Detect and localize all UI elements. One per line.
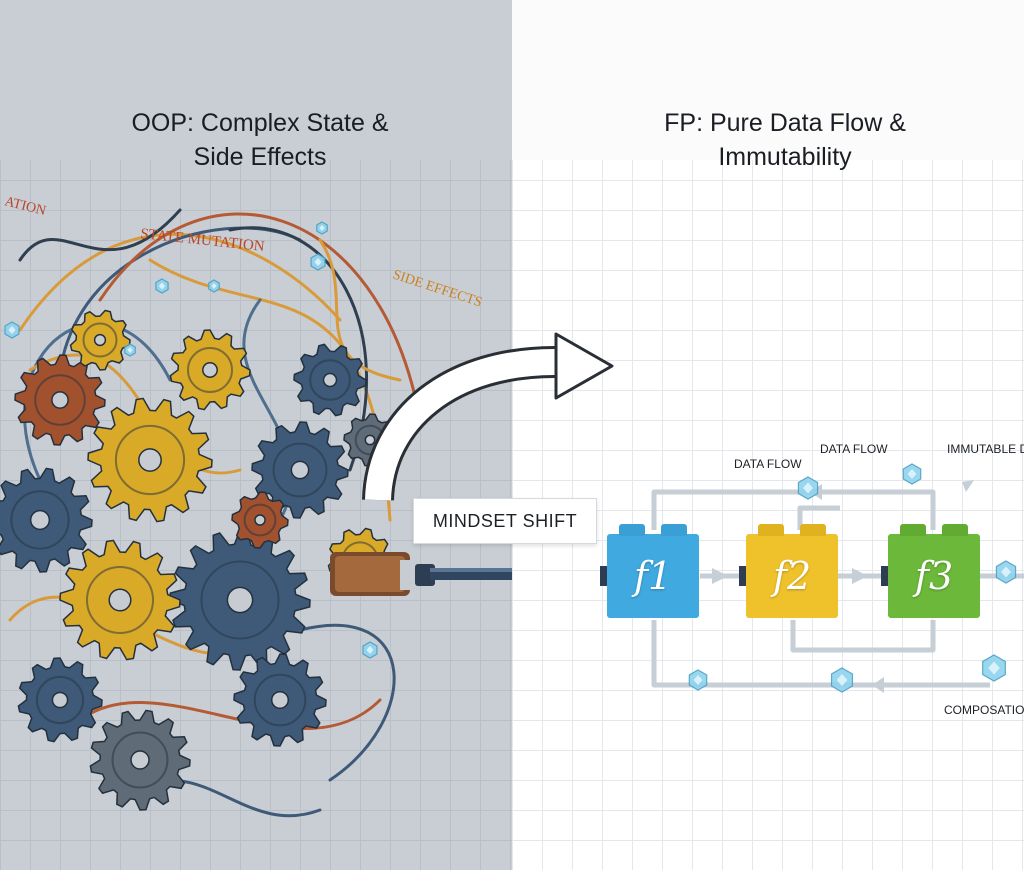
block-stud [619, 524, 645, 536]
gear-icon [14, 354, 106, 446]
gear-icon [233, 653, 327, 747]
function-label-f2: f2 [772, 554, 812, 598]
block-connectors [600, 566, 889, 586]
gear-icon [69, 309, 131, 371]
ice-crystal-icon [797, 476, 819, 500]
ice-crystal-icon [982, 654, 1006, 682]
ice-crystal-icon [830, 667, 854, 693]
ice-crystal-icons [4, 221, 378, 659]
oop-panel-header [0, 0, 512, 160]
data-flow-label-1: DATA FLOW [734, 457, 802, 471]
function-label-f1: f1 [633, 554, 673, 598]
ice-crystal-icon [155, 278, 169, 294]
ice-crystal-icon [995, 560, 1017, 584]
fp-title-line-2: Immutability [718, 143, 852, 171]
function-label-f3: f3 [914, 554, 954, 598]
gear-icon [251, 421, 349, 519]
gear-icon [231, 491, 289, 549]
composition-label: COMPOSATION [944, 703, 1024, 717]
ice-crystal-icon [688, 669, 708, 691]
immutable-crystal-icons [688, 463, 1017, 693]
gear-icon [59, 539, 181, 661]
block-stud [661, 524, 687, 536]
oop-gear-tangle-illustration: STATE MUTATION SIDE EFFECTS ATION [0, 194, 512, 818]
ice-crystal-icon [902, 463, 922, 485]
gear-icon [89, 709, 191, 811]
gear-cluster [0, 309, 397, 811]
arrow-head [554, 332, 614, 400]
gear-shaft [330, 552, 512, 596]
gear-icon [169, 529, 311, 671]
ice-crystal-icon [4, 321, 20, 339]
ice-crystal-icon [362, 641, 378, 659]
gear-icon [87, 397, 213, 523]
fp-title: FP: Pure Data Flow & Immutability [585, 106, 985, 174]
arrow-shaft-fill [365, 348, 561, 501]
gear-icon [293, 343, 367, 417]
mindset-shift-text: MINDSET SHIFT [432, 511, 578, 531]
oop-title-line-2: Side Effects [193, 143, 327, 171]
fp-title-line-1: FP: Pure Data Flow & [664, 109, 906, 137]
ice-crystal-icon [316, 221, 328, 235]
gear-icon [169, 329, 251, 411]
block-stud [900, 524, 926, 536]
oop-title-line-1: OOP: Complex State & [131, 109, 389, 137]
block-stud [758, 524, 784, 536]
function-block-f1: f1 [607, 524, 699, 618]
gear-icon [17, 657, 103, 743]
block-stud [942, 524, 968, 536]
function-block-f3: f3 [888, 524, 980, 618]
mindset-shift-label-box: MINDSET SHIFT [413, 498, 597, 544]
ice-crystal-icon [310, 253, 326, 271]
ice-crystal-icon [124, 343, 136, 357]
gear-icon [0, 467, 93, 573]
ice-crystal-icon [208, 279, 220, 293]
data-flow-label-2: DATA FLOW [820, 442, 888, 456]
immutable-label: IMMUTABLE D [947, 442, 1024, 456]
oop-title: OOP: Complex State & Side Effects [60, 106, 460, 174]
block-stud [800, 524, 826, 536]
function-block-f2: f2 [746, 524, 838, 618]
fp-panel-header [512, 0, 1024, 160]
